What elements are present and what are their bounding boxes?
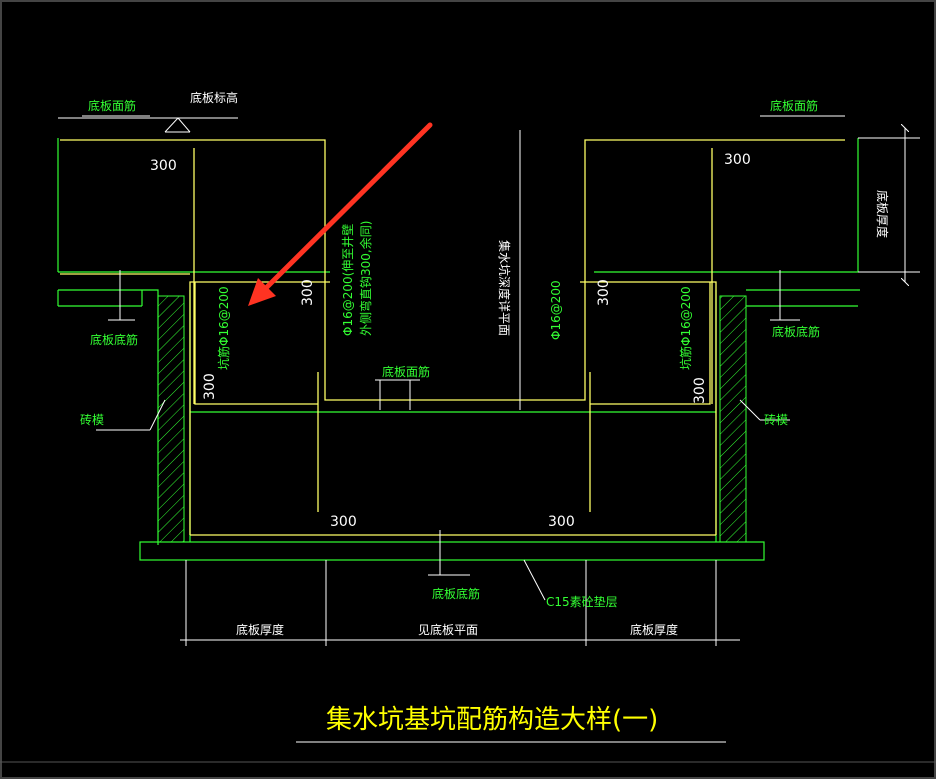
label-see-plan: 见底板平面 (418, 622, 478, 637)
label-bottom-slab-bottom: 底板底筋 (432, 586, 480, 601)
label-right-slab-thickness: 底板厚度 (875, 190, 890, 238)
label-slab-elevation: 底板标高 (190, 90, 238, 105)
dim-300-h: 300 (692, 377, 708, 404)
dimension-values: 300 300 300 300 300 300 300 300 (150, 152, 751, 530)
label-left-brick: 砖模 (80, 412, 104, 427)
label-right-pit-rebar: 坑筋Φ16@200 (678, 286, 693, 370)
dim-300-f: 300 (300, 279, 316, 306)
label-mid-slab-top: 底板面筋 (382, 364, 430, 379)
dim-300-d: 300 (548, 514, 575, 530)
dimension-lines (58, 115, 920, 646)
label-wall-rebar-sub: 外侧弯直钩300,余同) (358, 221, 373, 336)
label-left-pit-rebar: 坑筋Φ16@200 (216, 286, 231, 370)
red-arrow-icon (248, 122, 433, 306)
label-top-right-slab-top: 底板面筋 (770, 98, 818, 113)
rebar-lines (60, 139, 845, 536)
label-right-slab-bottom: 底板底筋 (772, 324, 820, 339)
drawing-title: 集水坑基坑配筋构造大样(一) (326, 705, 658, 735)
label-pit-depth: 集水坑深度详平面 (497, 240, 512, 336)
dim-300-b: 300 (724, 152, 751, 168)
label-rebar-mid: Φ16@200 (549, 280, 563, 340)
label-wall-rebar-main: Φ16@200(伸至井壁 (340, 224, 355, 336)
dim-300-c: 300 (330, 514, 357, 530)
label-thickness-right: 底板厚度 (630, 622, 678, 637)
dim-300-g: 300 (596, 279, 612, 306)
label-c15: C15素砼垫层 (546, 594, 618, 609)
label-right-brick: 砖模 (764, 412, 788, 427)
labels: 底板面筋 底板标高 底板面筋 底板底筋 底板底筋 砖模 砖模 底板面筋 底板底筋… (80, 90, 890, 637)
label-left-slab-bottom: 底板底筋 (90, 332, 138, 347)
label-thickness-left: 底板厚度 (236, 622, 284, 637)
label-top-left-slab-top: 底板面筋 (88, 98, 136, 113)
concrete-outline (57, 138, 860, 561)
dim-300-a: 300 (150, 158, 177, 174)
dim-300-e: 300 (202, 373, 218, 400)
